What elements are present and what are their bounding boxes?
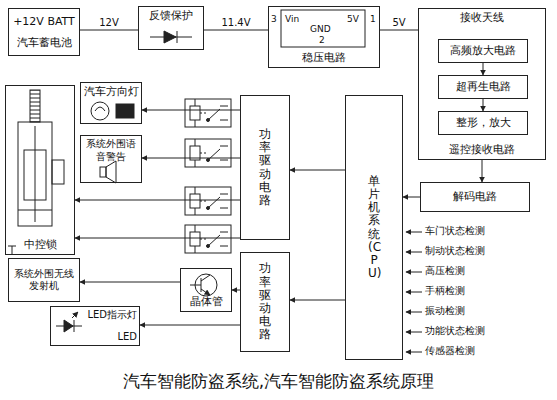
node-text: 功率驱动电路 xyxy=(259,262,271,341)
node-text: 功率驱动电路 xyxy=(259,128,271,207)
node-text: 单片机系统(CPU) xyxy=(368,175,380,281)
receiver-box: 接收天线遥控接收电路高频放大电路超再生电路整形，放大 xyxy=(418,8,546,160)
speaker-symbol xyxy=(100,161,116,183)
connector xyxy=(482,160,483,182)
node-text: 系统外围语音警告 xyxy=(83,138,139,163)
node-text: 中控锁 xyxy=(24,238,57,252)
input-label: 制动状态检测 xyxy=(425,245,485,257)
input-label: 车门状态检测 xyxy=(425,225,485,237)
connector xyxy=(80,282,180,283)
pin-number: 1 xyxy=(370,14,376,25)
connector xyxy=(204,30,268,31)
voltage-label: 11.4V xyxy=(220,17,251,28)
cpu-box: 单片机系统(CPU) xyxy=(345,95,403,360)
relay-symbols xyxy=(185,99,231,253)
node-text: 系统外围无线发射机 xyxy=(11,268,77,293)
diode-symbol xyxy=(150,31,192,43)
door-lock-box: 中控锁 xyxy=(5,85,75,255)
voltage-label: 5V xyxy=(391,17,406,28)
node-text: 汽车方向灯 xyxy=(84,85,139,99)
pin-label: Vin xyxy=(285,14,299,25)
turn-lamp-symbol xyxy=(91,102,134,120)
pin-label: 5V xyxy=(347,14,359,25)
alarm-speaker-box: 系统外围语音警告 xyxy=(80,135,142,183)
node-text: 整形，放大 xyxy=(456,116,511,130)
connector xyxy=(142,158,240,159)
connector xyxy=(232,290,240,291)
node-text: 解码电路 xyxy=(453,190,497,204)
driver-box: 功率驱动电路 xyxy=(240,252,290,352)
connector xyxy=(290,300,345,301)
node-text: 晶体管 xyxy=(190,295,223,309)
connector xyxy=(483,63,484,75)
connector xyxy=(483,99,484,111)
node-text: 遥控接收电路 xyxy=(449,143,515,157)
input-label: 手柄检测 xyxy=(425,285,465,297)
driver-box: 功率驱动电路 xyxy=(240,95,290,240)
pin-label: GND xyxy=(310,24,331,35)
transistor-box: 晶体管 xyxy=(180,268,232,312)
input-label: 传感器检测 xyxy=(425,345,475,357)
led-symbol xyxy=(56,312,82,332)
voltage-label: 12V xyxy=(98,17,120,28)
caption: 汽车智能防盗系统,汽车智能防盗系统原理 xyxy=(0,370,557,393)
input-label: 振动检测 xyxy=(425,305,465,317)
connector xyxy=(80,30,138,31)
transmitter-lines xyxy=(8,246,16,254)
node-text: 反馈保护 xyxy=(149,9,193,23)
node-text: 稳压电路 xyxy=(302,51,346,65)
turn-lamp-box: 汽车方向灯 xyxy=(80,82,142,124)
connector xyxy=(75,238,240,239)
node-text: 高频放大电路 xyxy=(450,44,516,58)
feedback-protection-box: 反馈保护 xyxy=(138,6,204,50)
connector xyxy=(290,170,345,171)
input-label: 功能状态检测 xyxy=(425,325,485,337)
node-text: LED xyxy=(117,331,137,344)
battery-box: +12V BATT 汽车蓄电池 xyxy=(8,8,80,56)
transistor-symbol xyxy=(190,274,217,296)
connector xyxy=(140,325,240,326)
connector xyxy=(380,30,418,31)
led-box: LED指示灯 LED xyxy=(50,306,140,346)
connector xyxy=(75,200,240,201)
regulator-chip xyxy=(281,10,365,47)
input-label: 高压检测 xyxy=(425,265,465,277)
connector xyxy=(403,197,420,198)
node-text: LED指示灯 xyxy=(87,309,137,322)
decoder-box: 解码电路 xyxy=(420,182,530,212)
door-lock-actuator xyxy=(18,90,64,226)
node-text: 接收天线 xyxy=(460,11,504,25)
process-box: 超再生电路 xyxy=(438,75,528,99)
node-text: 汽车蓄电池 xyxy=(17,36,72,50)
process-box: 高频放大电路 xyxy=(438,39,528,63)
node-text: 超再生电路 xyxy=(456,80,511,94)
transmitter-box: 系统外围无线发射机 xyxy=(8,258,80,302)
connector xyxy=(142,110,240,111)
pin-number: 2 xyxy=(319,35,325,46)
pin-number: 3 xyxy=(271,14,277,25)
process-box: 整形，放大 xyxy=(438,111,528,135)
input-arrows xyxy=(406,232,422,352)
node-text: +12V BATT xyxy=(13,15,75,29)
